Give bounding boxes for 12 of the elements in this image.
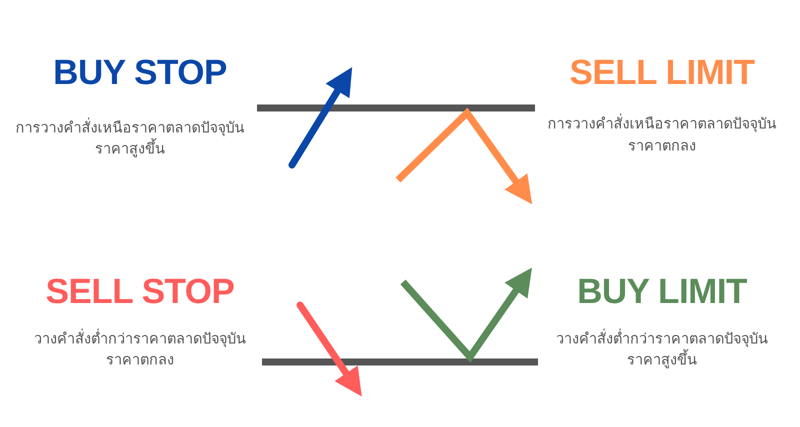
description-text: วางคำสั่งต่ำกว่าราคาตลาดปัจจุบัน [34,326,246,350]
description-text: ราคาสูงขึ้น [627,348,697,370]
heading: BUY LIMIT [577,272,747,312]
heading: SELL LIMIT [570,53,754,93]
heading: SELL STOP [46,272,234,312]
description-text: ราคาตกลง [628,138,696,156]
description-text: การวางคำสั่งเหนือราคาตลาดปัจจุบัน [16,116,244,138]
description-text: วางคำสั่งต่ำกว่าราคาตลาดปัจจุบัน [556,326,768,350]
description-text: การวางคำสั่งเหนือราคาตลาดปัจจุบัน [548,112,776,134]
heading: BUY STOP [53,53,227,93]
description-text: ราคาตกลง [106,352,174,370]
description-text: ราคาสูงขึ้น [95,136,165,160]
